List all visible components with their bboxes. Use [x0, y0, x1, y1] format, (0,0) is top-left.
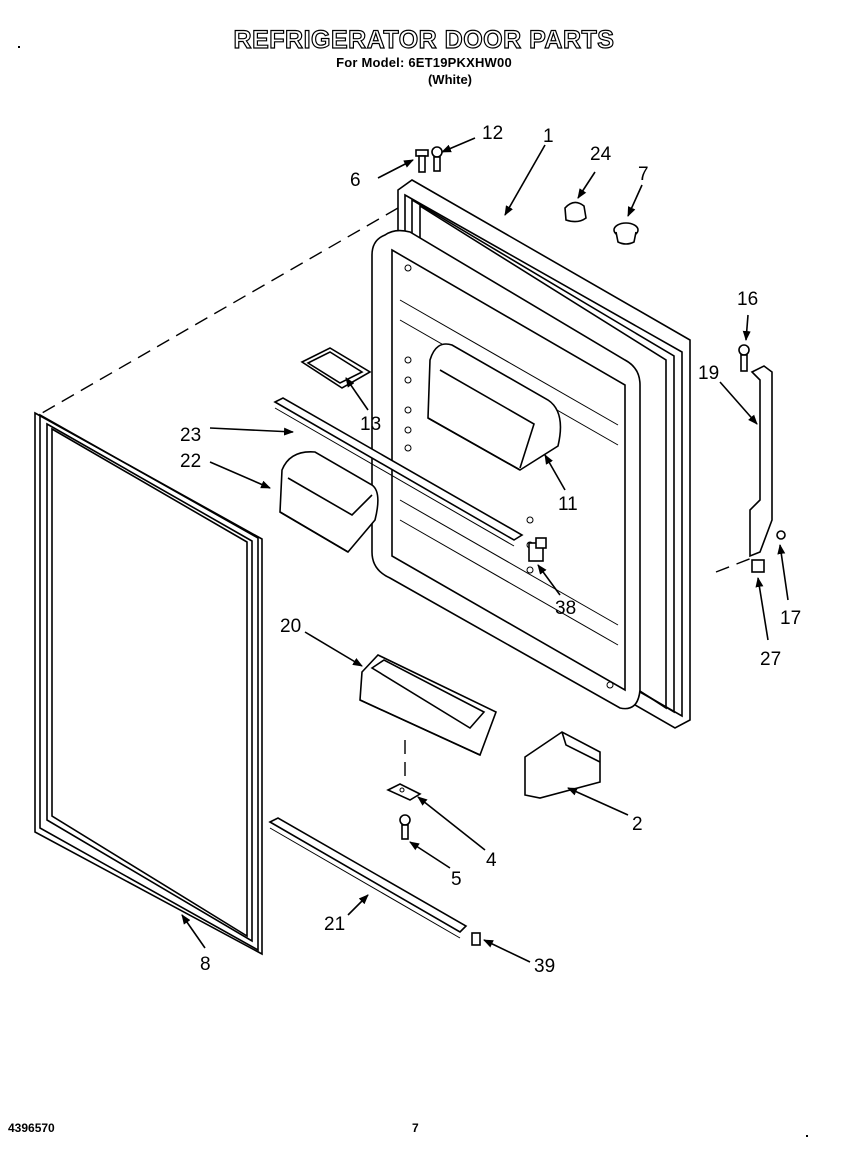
callout-5: 5: [451, 869, 462, 890]
callout-19: 19: [698, 363, 719, 384]
part-number: 4396570: [8, 1121, 55, 1135]
callout-12: 12: [482, 123, 503, 144]
callout-labels: 1 2 4 5 6 7 8 11 12 13 16 17 19 20 21 22…: [180, 123, 801, 977]
upper-door-bin: [427, 343, 562, 471]
callout-8: 8: [200, 954, 211, 975]
shelf-bar-upper: [273, 397, 524, 547]
door-latch: [528, 537, 547, 562]
hinge-plate: [386, 783, 422, 801]
callout-20: 20: [280, 616, 301, 637]
screw-5: [399, 814, 411, 840]
bottom-trim: [268, 817, 468, 939]
door-gasket: [34, 411, 263, 956]
page-number: 7: [412, 1121, 419, 1135]
callout-7: 7: [638, 164, 649, 185]
dairy-cover: [300, 347, 372, 389]
callout-38: 38: [555, 598, 576, 619]
door-handle: [738, 344, 786, 573]
callout-2: 2: [632, 814, 643, 835]
callout-39: 39: [534, 956, 555, 977]
hinge-pin: [415, 149, 429, 173]
leader-lines: [181, 137, 789, 963]
callout-6: 6: [350, 170, 361, 191]
callout-23: 23: [180, 425, 201, 446]
callout-16: 16: [737, 289, 758, 310]
page-title: REFRIGERATOR DOOR PARTS: [233, 25, 615, 54]
callout-11: 11: [558, 494, 578, 515]
callout-1: 1: [543, 126, 554, 147]
trim-clip: [471, 932, 481, 946]
callout-4: 4: [486, 850, 497, 871]
callout-17: 17: [780, 608, 801, 629]
screw-12: [431, 146, 443, 172]
callout-22: 22: [180, 451, 201, 472]
model-line: For Model: 6ET19PKXHW00: [336, 55, 512, 70]
callout-27: 27: [760, 649, 781, 670]
plug-button: [613, 222, 639, 245]
dairy-bin: [279, 451, 379, 554]
callout-21: 21: [324, 914, 345, 935]
callout-24: 24: [590, 144, 612, 165]
hinge-cover: [564, 201, 587, 223]
callout-13: 13: [360, 414, 381, 435]
lower-door-shelf: [359, 654, 498, 757]
bottom-hinge-cover: [524, 731, 601, 799]
color-line: (White): [427, 72, 473, 87]
